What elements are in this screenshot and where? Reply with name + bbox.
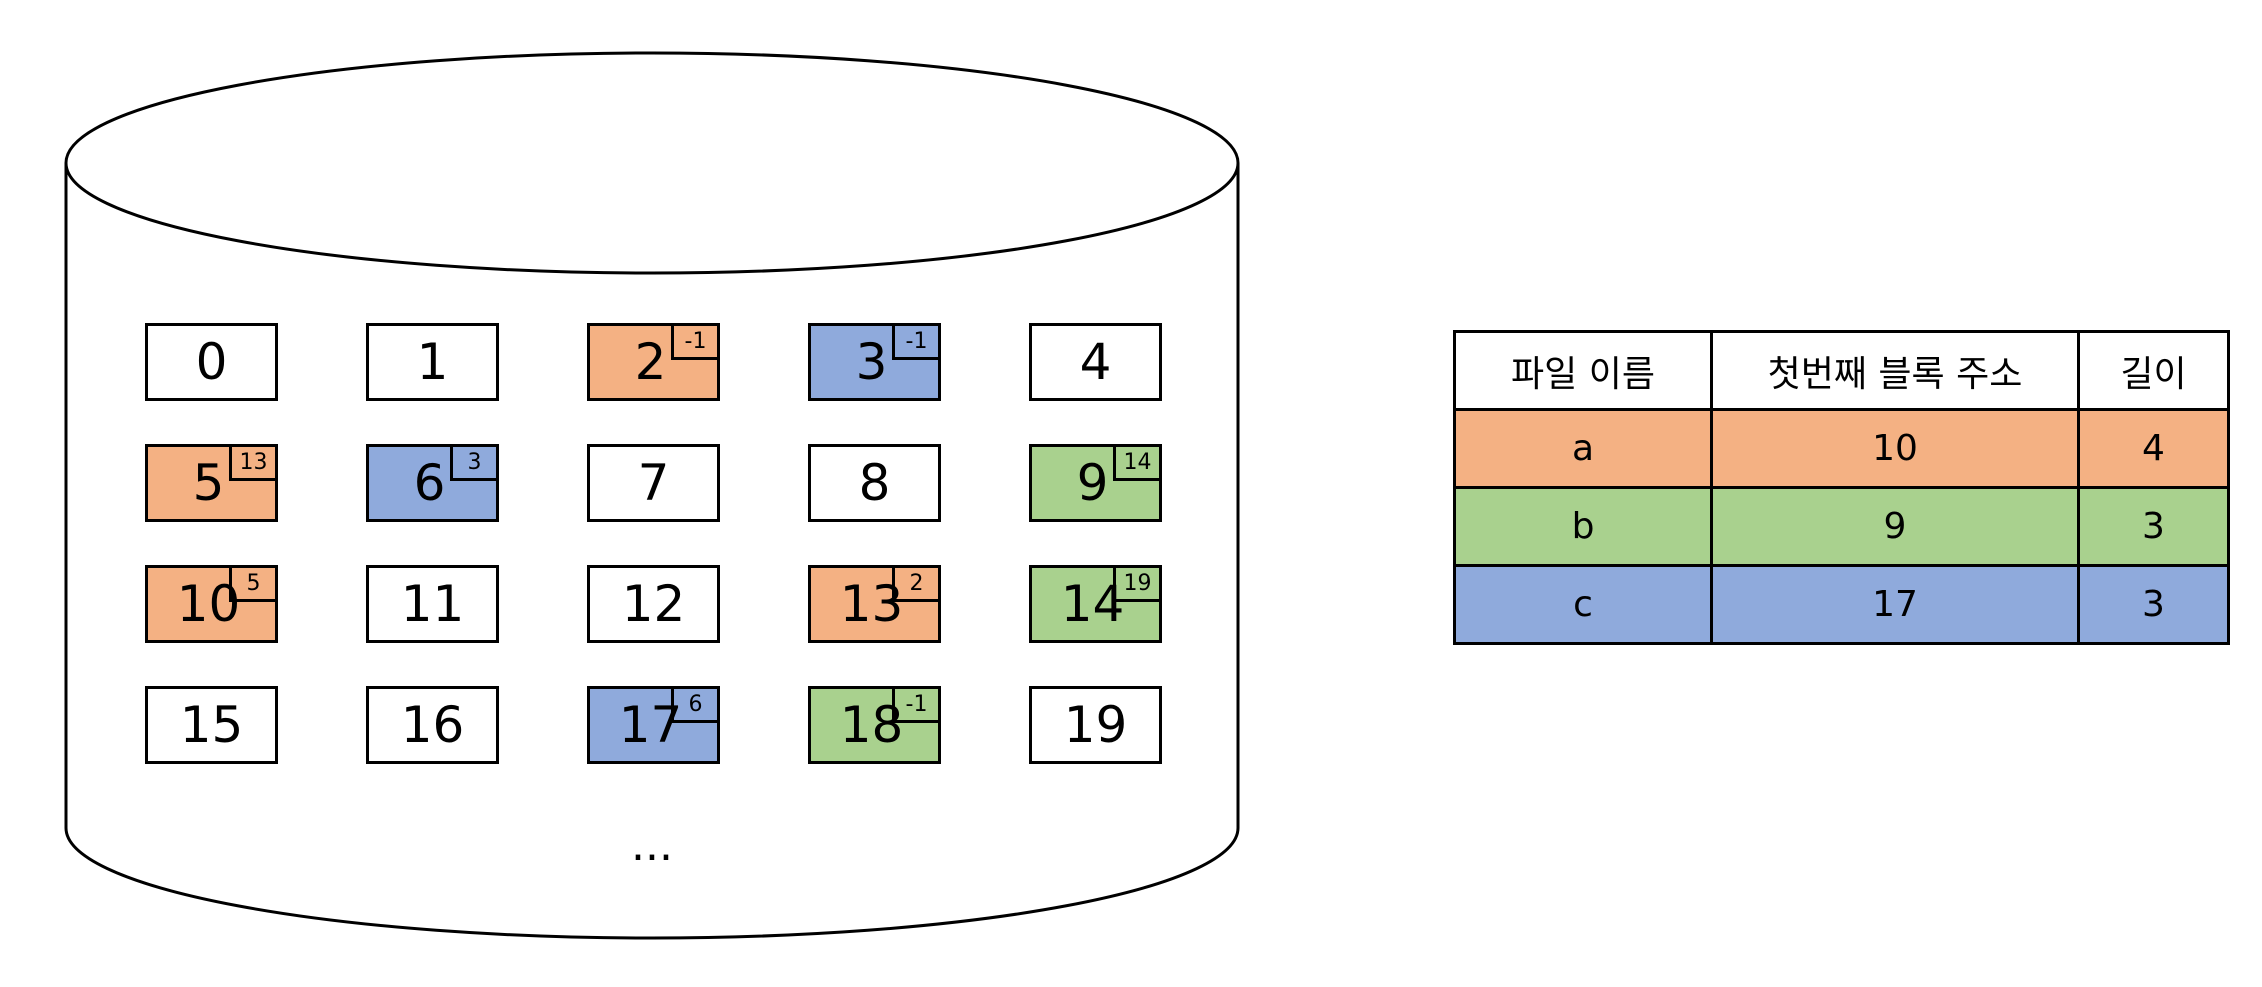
disk-block-11: 11 [366, 565, 499, 643]
block-number: 6 [413, 454, 446, 512]
next-block-pointer: 6 [671, 689, 717, 723]
block-number: 15 [179, 696, 244, 754]
table-row: b 9 3 [1453, 486, 2230, 567]
disk-block-15: 15 [145, 686, 278, 764]
block-number: 4 [1079, 333, 1112, 391]
cell-first-block: 17 [1710, 564, 2080, 645]
cell-length: 3 [2077, 486, 2230, 567]
disk-block-16: 16 [366, 686, 499, 764]
table-row: c 17 3 [1453, 564, 2230, 645]
next-block-pointer: 13 [229, 447, 275, 481]
next-block-pointer: 14 [1113, 447, 1159, 481]
file-allocation-table: 파일 이름 첫번째 블록 주소 길이 a 10 4 b 9 3 c 17 3 [1453, 330, 2230, 645]
next-block-pointer: 2 [892, 568, 938, 602]
disk-block-3: 3-1 [808, 323, 941, 401]
disk-block-18: 18-1 [808, 686, 941, 764]
disk-block-4: 4 [1029, 323, 1162, 401]
cell-file-name: a [1453, 408, 1713, 489]
ellipsis-text: ... [631, 820, 673, 871]
block-number: 0 [195, 333, 228, 391]
table-header-row: 파일 이름 첫번째 블록 주소 길이 [1453, 330, 2230, 411]
disk-block-0: 0 [145, 323, 278, 401]
next-block-pointer: -1 [892, 689, 938, 723]
cell-length: 3 [2077, 564, 2230, 645]
header-file-name: 파일 이름 [1453, 330, 1713, 411]
block-number: 2 [634, 333, 667, 391]
disk-block-12: 12 [587, 565, 720, 643]
table-row: a 10 4 [1453, 408, 2230, 489]
disk-block-2: 2-1 [587, 323, 720, 401]
header-first-block: 첫번째 블록 주소 [1710, 330, 2080, 411]
disk-top [64, 51, 1240, 275]
next-block-pointer: 19 [1113, 568, 1159, 602]
cell-first-block: 10 [1710, 408, 2080, 489]
cell-first-block: 9 [1710, 486, 2080, 567]
next-block-pointer: 5 [229, 568, 275, 602]
block-number: 19 [1063, 696, 1128, 754]
block-number: 16 [400, 696, 465, 754]
next-block-pointer: 3 [450, 447, 496, 481]
disk-block-8: 8 [808, 444, 941, 522]
block-number: 9 [1076, 454, 1109, 512]
block-number: 8 [858, 454, 891, 512]
disk-block-1: 1 [366, 323, 499, 401]
disk-block-19: 19 [1029, 686, 1162, 764]
block-number: 11 [400, 575, 465, 633]
block-number: 12 [621, 575, 686, 633]
block-number: 1 [416, 333, 449, 391]
cell-file-name: c [1453, 564, 1713, 645]
disk-block-7: 7 [587, 444, 720, 522]
cell-length: 4 [2077, 408, 2230, 489]
block-number: 7 [637, 454, 670, 512]
block-number: 5 [192, 454, 225, 512]
block-number: 3 [855, 333, 888, 391]
next-block-pointer: -1 [892, 326, 938, 360]
disk-body [64, 163, 1240, 940]
next-block-pointer: -1 [671, 326, 717, 360]
cell-file-name: b [1453, 486, 1713, 567]
header-length: 길이 [2077, 330, 2230, 411]
